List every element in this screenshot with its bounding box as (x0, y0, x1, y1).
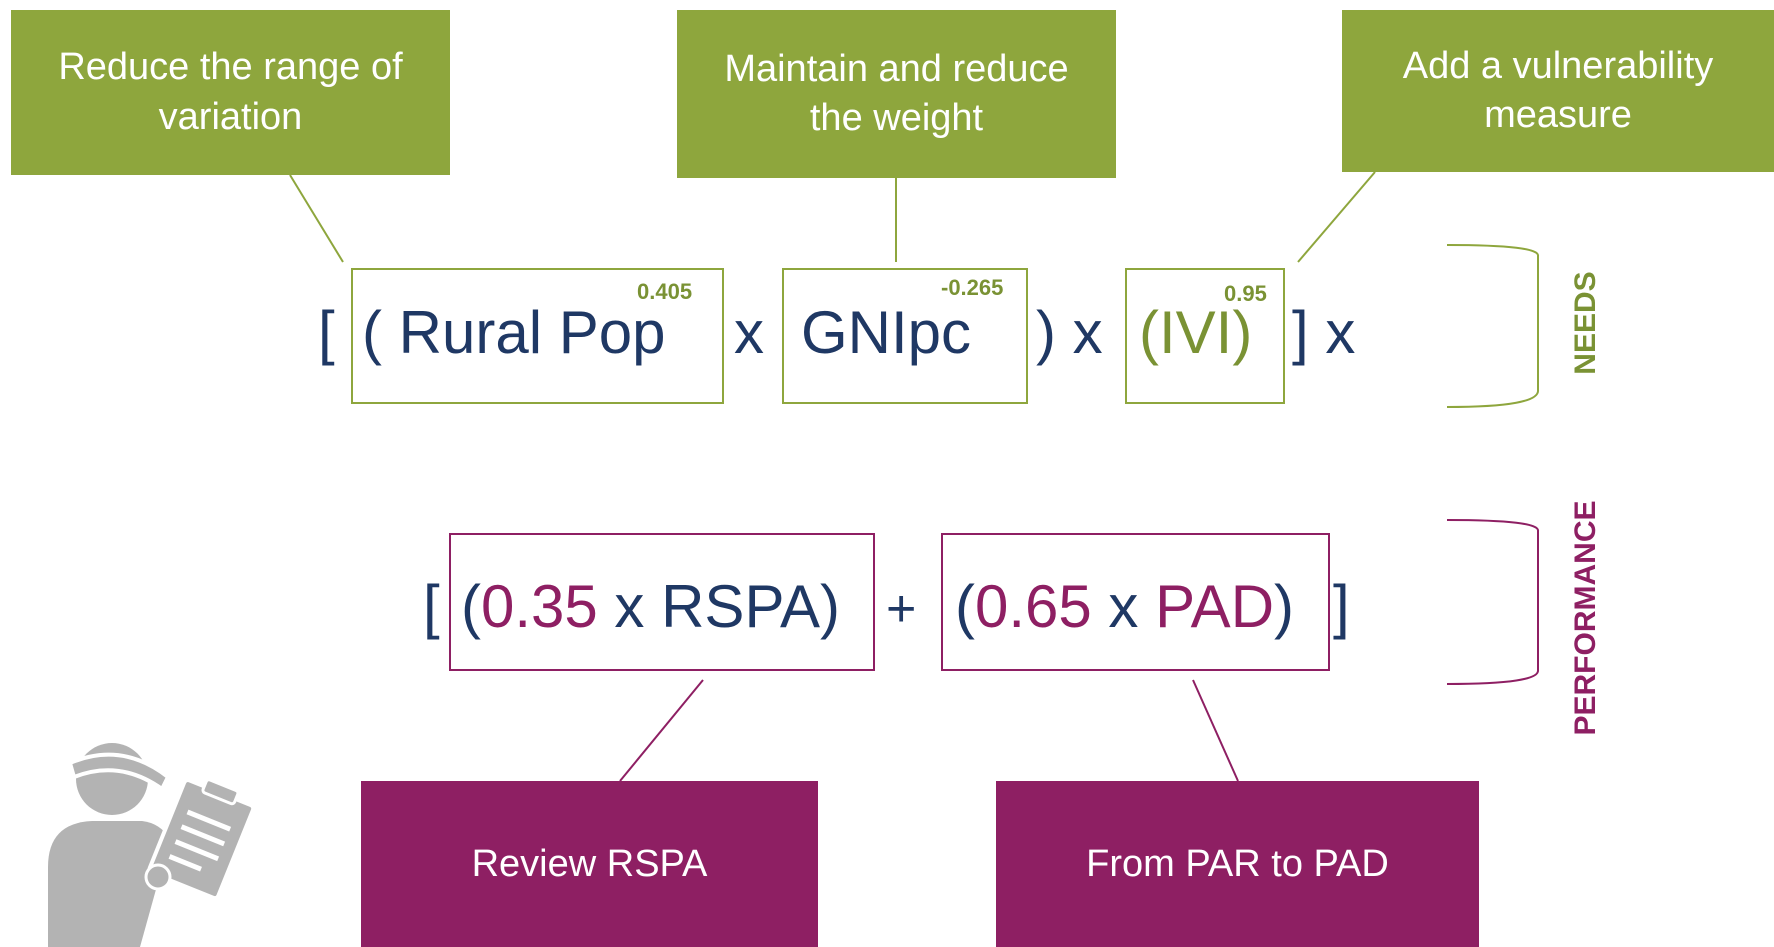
needs-close-paren-times: ) x (1036, 299, 1103, 366)
rural-pop-box (351, 268, 724, 404)
rspa-expression: (0.35 x RSPA) (461, 577, 840, 637)
pad-close-paren: ) (1274, 573, 1295, 640)
connector-par-to-pad (1192, 679, 1239, 782)
needs-open-bracket: [ (318, 299, 335, 366)
needs-times-1: x (734, 299, 764, 366)
connector-vulnerability (1297, 171, 1376, 263)
rural-pop-exponent: 0.405 (637, 279, 693, 304)
rspa-coefficient: 0.35 (480, 573, 598, 640)
performance-open-bracket: [ (423, 573, 440, 640)
pad-open-paren: ( (955, 573, 975, 640)
performance-close-bracket: ] (1333, 573, 1350, 640)
gnipc-box (782, 268, 1028, 404)
pad-term: PAD (1155, 573, 1275, 640)
callout-par-to-pad: From PAR to PAD (996, 781, 1479, 947)
rspa-term-box (449, 533, 875, 671)
gnipc-exponent: -0.265 (941, 275, 1004, 300)
ivi-term: (IVI) (1139, 299, 1253, 366)
needs-close-bracket-times: ] x (1292, 299, 1356, 366)
callout-maintain-weight: Maintain and reduce the weight (677, 10, 1116, 178)
rspa-term: x RSPA) (597, 573, 841, 640)
rspa-open-paren: ( (461, 573, 481, 640)
connector-review-rspa (619, 679, 704, 782)
performance-bracket (1446, 519, 1539, 685)
needs-label: NEEDS (1569, 271, 1602, 375)
gnipc-term: GNIpc (801, 299, 972, 366)
ivi-box (1125, 268, 1285, 404)
performance-plus: + (886, 580, 917, 638)
rural-pop-term: ( Rural Pop (362, 299, 666, 366)
connector-range (289, 174, 344, 263)
needs-bracket (1446, 244, 1539, 408)
pad-expression: (0.65 x PAD) (955, 577, 1294, 637)
callout-review-rspa: Review RSPA (361, 781, 818, 947)
pad-times: x (1091, 573, 1156, 640)
ivi-exponent: 0.95 (1224, 281, 1267, 306)
pad-coefficient: 0.65 (974, 573, 1092, 640)
callout-reduce-range: Reduce the range of variation (11, 10, 450, 175)
pad-term-box (941, 533, 1330, 671)
performance-label: PERFORMANCE (1569, 500, 1602, 736)
inspector-with-clipboard-icon (48, 743, 256, 947)
callout-add-vulnerability: Add a vulnerability measure (1342, 10, 1774, 172)
